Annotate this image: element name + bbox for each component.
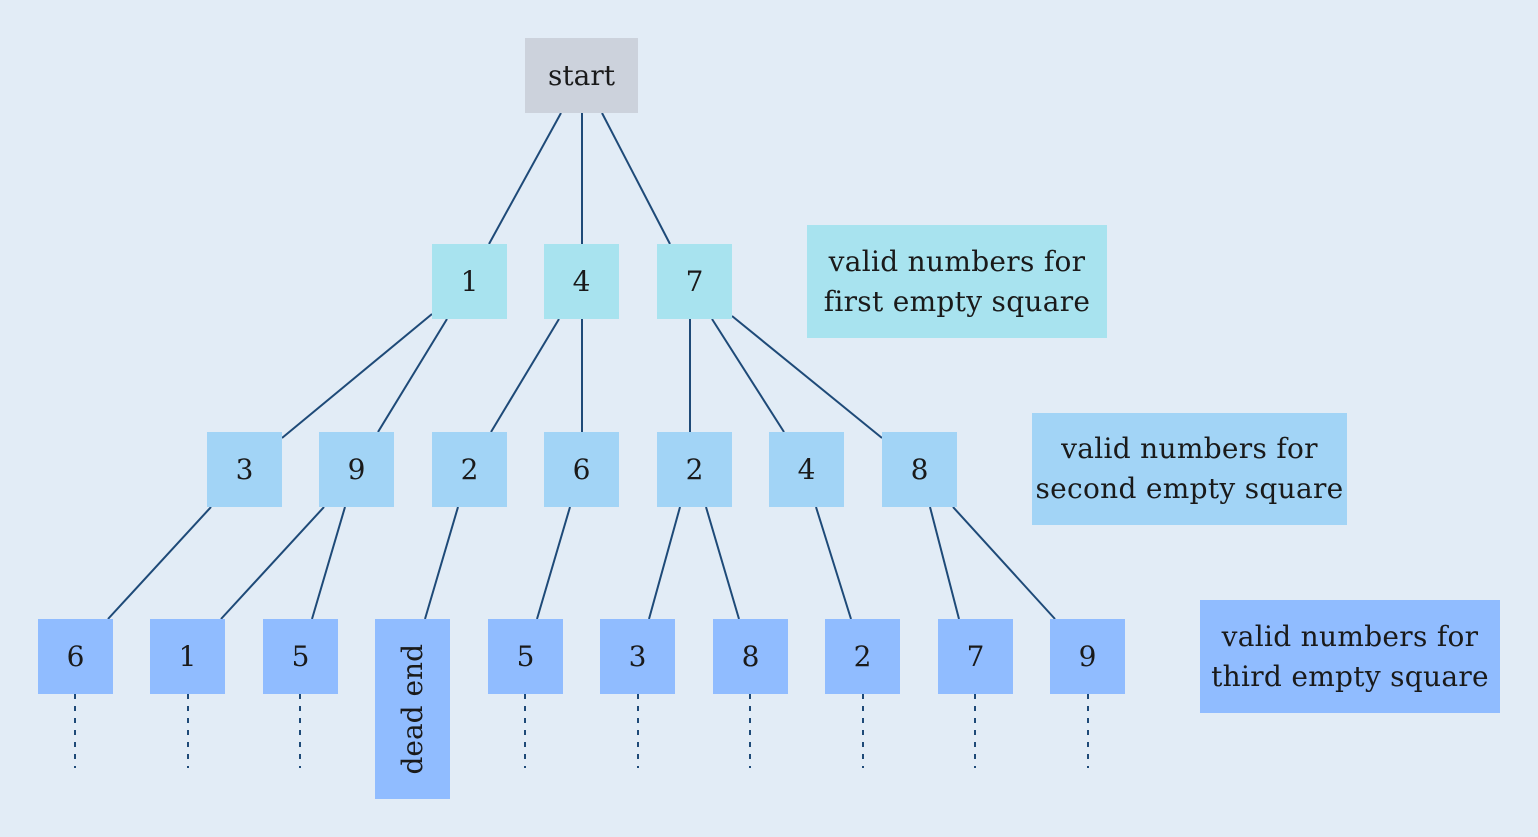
legend-line: third empty square (1211, 659, 1489, 693)
edge-4-2 (490, 318, 560, 433)
edge-start-1 (488, 112, 562, 245)
node-label: 4 (797, 452, 816, 486)
node-level2-8: 8 (882, 432, 957, 507)
edge-start-7 (601, 112, 671, 245)
node-level2-3: 3 (207, 432, 282, 507)
legend-line: valid numbers for (828, 244, 1086, 278)
node-level3-3: 3 (600, 619, 675, 694)
edge-9-1 (220, 506, 325, 620)
node-start: start (525, 38, 638, 113)
node-label: 9 (347, 452, 366, 486)
node-label: 3 (235, 452, 254, 486)
edge-1-9 (377, 318, 448, 433)
edge-2-dead-end (424, 506, 459, 620)
legend-line: second empty square (1035, 472, 1344, 505)
node-level3-5a: 5 (263, 619, 338, 694)
node-label: 3 (628, 639, 647, 673)
edge-8-9 (952, 506, 1056, 620)
edge-3-6 (107, 506, 212, 620)
node-label: 6 (572, 452, 591, 486)
legend-second-empty-square: valid numbers for second empty square (1032, 413, 1347, 525)
edge-2-3 (648, 506, 681, 620)
node-label: 1 (460, 264, 479, 298)
node-level2-2a: 2 (432, 432, 507, 507)
node-label: 2 (460, 452, 479, 486)
node-label: 2 (685, 452, 704, 486)
node-level3-5b: 5 (488, 619, 563, 694)
node-label: 5 (291, 639, 310, 673)
legend-line: valid numbers for (1221, 619, 1479, 653)
node-label: dead end (395, 643, 429, 775)
node-level3-7: 7 (938, 619, 1013, 694)
node-level1-7: 7 (657, 244, 732, 319)
node-level1-1: 1 (432, 244, 507, 319)
edge-2-8 (705, 506, 740, 620)
node-level3-9: 9 (1050, 619, 1125, 694)
node-level2-9: 9 (319, 432, 394, 507)
node-label: 9 (1078, 639, 1097, 673)
node-label: 2 (853, 639, 872, 673)
node-label: 1 (178, 639, 197, 673)
edge-4-2b (815, 506, 852, 620)
node-level3-1: 1 (150, 619, 225, 694)
legend-line: valid numbers for (1061, 432, 1318, 465)
node-label: 4 (572, 264, 591, 298)
node-level2-6: 6 (544, 432, 619, 507)
node-label: start (548, 58, 615, 92)
edge-6-5 (536, 506, 571, 620)
node-level1-4: 4 (544, 244, 619, 319)
legend-first-empty-square: valid numbers for first empty square (807, 225, 1107, 338)
edge-7-8 (731, 315, 883, 439)
node-label: 7 (966, 639, 985, 673)
node-level3-2: 2 (825, 619, 900, 694)
legend-line: first empty square (823, 284, 1091, 318)
edge-1-3 (281, 313, 433, 439)
edge-8-7 (929, 506, 960, 620)
node-label: 8 (741, 639, 760, 673)
edge-7-4 (711, 318, 785, 433)
node-level2-2b: 2 (657, 432, 732, 507)
node-label: 6 (66, 639, 85, 673)
node-level3-dead-end: dead end (375, 619, 450, 799)
edge-9-5 (311, 506, 346, 620)
legend-third-empty-square: valid numbers for third empty square (1200, 600, 1500, 713)
node-label: 8 (910, 452, 929, 486)
node-label: 7 (685, 264, 704, 298)
node-level3-6: 6 (38, 619, 113, 694)
node-label: 5 (516, 639, 535, 673)
node-level3-8: 8 (713, 619, 788, 694)
node-level2-4: 4 (769, 432, 844, 507)
